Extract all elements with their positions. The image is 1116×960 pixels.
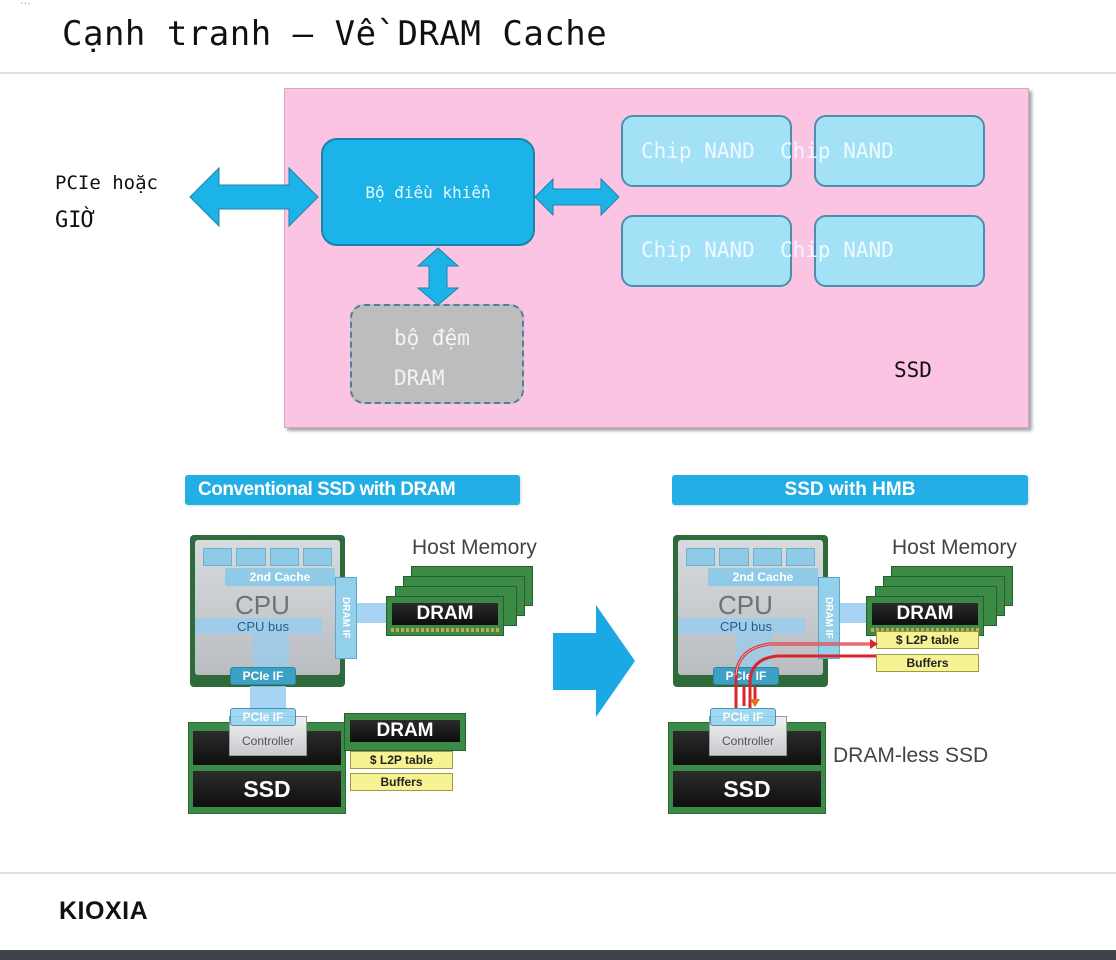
dram-pins [871,628,979,632]
host-interface-label: PCIe hoặc GIỜ [55,164,158,240]
cpu-die: 2nd Cache CPU CPU bus [678,540,823,675]
cpu-package-left: 2nd Cache CPU CPU bus DRAM IF PCIe IF [190,535,357,687]
hmb-down-arrow-icon [742,686,760,707]
dramless-ssd-label: DRAM-less SSD [833,744,989,767]
l2p-table-box-right: $ L2P table [876,631,979,649]
host-dram-module-right: DRAM [866,596,984,636]
nand-chip-3 [621,215,792,287]
cpu-pcie-if-label: PCIe IF [230,667,296,685]
nand-chip-1-label: Chip NAND [641,139,755,163]
nand-chip-4 [814,215,985,287]
kioxia-logo: KIOXIA [59,897,149,925]
ssd-pcie-if-right: PCIe IF [710,708,776,726]
footer-divider [0,872,1116,874]
cpu-core [302,548,332,566]
host-interface-line-2: GIỜ [55,208,95,233]
hmb-access-path-icon [734,639,878,708]
cpu-die: 2nd Cache CPU CPU bus [195,540,340,675]
nand-chip-4-label: Chip NAND [780,238,894,262]
cpu-ssd-link-left [250,686,286,712]
host-dram-module-left: DRAM [386,596,504,636]
header-divider [0,72,1116,74]
nand-chip-2-label: Chip NAND [780,139,894,163]
ssd-card-label-right: SSD [673,771,821,807]
cpu-bus-label: CPU bus [720,619,773,634]
dram-buffer-line-2: DRAM [394,366,445,390]
cutoff-header-text: … [20,0,31,7]
dram-buffer-block: bộ đệm DRAM [350,304,524,404]
host-memory-label-left: Host Memory [412,536,537,559]
cpu-core [236,548,266,566]
ssd-dram-module: DRAM [344,713,466,751]
host-dram-label-right: DRAM [872,603,978,625]
cpu-core [269,548,299,566]
nand-chip-1 [621,115,792,187]
ssd-card-label-left: SSD [193,771,341,807]
transition-arrow-icon [553,605,635,717]
cpu-core [785,548,815,566]
cpu-bus-bar [195,618,322,634]
cpu-bus-label: CPU bus [237,619,290,634]
page-title: Cạnh tranh – Về DRAM Cache [62,14,608,54]
cpu-label: CPU [235,590,290,620]
cpu-core [203,548,233,566]
cpu-core [686,548,716,566]
host-controller-double-arrow-icon [189,166,319,228]
cpu-bus-bar [678,618,805,634]
controller-dram-double-arrow-icon [416,247,460,306]
host-interface-line-1: PCIe hoặc [55,172,158,194]
cpu-cores [686,548,815,566]
ssd-label: SSD [894,358,932,382]
conventional-ssd-banner: Conventional SSD with DRAM [185,475,520,505]
buffers-box-left: Buffers [350,773,453,791]
cpu-core [719,548,749,566]
controller-nand-double-arrow-icon [534,177,620,217]
bottom-dark-bar [0,950,1116,960]
hmb-ssd-banner: SSD with HMB [672,475,1028,505]
nand-chip-2 [814,115,985,187]
host-dram-label-left: DRAM [392,603,498,625]
dram-if-label: DRAM IF [818,577,840,659]
buffers-box-right: Buffers [876,654,979,672]
nand-chip-3-label: Chip NAND [641,238,755,262]
dram-if-label: DRAM IF [335,577,357,659]
cpu-cache-label: 2nd Cache [708,568,818,586]
ssd-dram-label: DRAM [350,720,460,742]
cpu-package-right: 2nd Cache CPU CPU bus DRAM IF PCIe IF [673,535,840,687]
l2p-table-box-left: $ L2P table [350,751,453,769]
cpu-cores [203,548,332,566]
cpu-label: CPU [718,590,773,620]
dram-pins [391,628,499,632]
cpu-core [752,548,782,566]
controller-block: Bộ điều khiển [321,138,535,246]
host-memory-label-right: Host Memory [892,536,1017,559]
cpu-cache-label: 2nd Cache [225,568,335,586]
dram-buffer-line-1: bộ đệm [394,326,470,350]
ssd-pcie-if-left: PCIe IF [230,708,296,726]
